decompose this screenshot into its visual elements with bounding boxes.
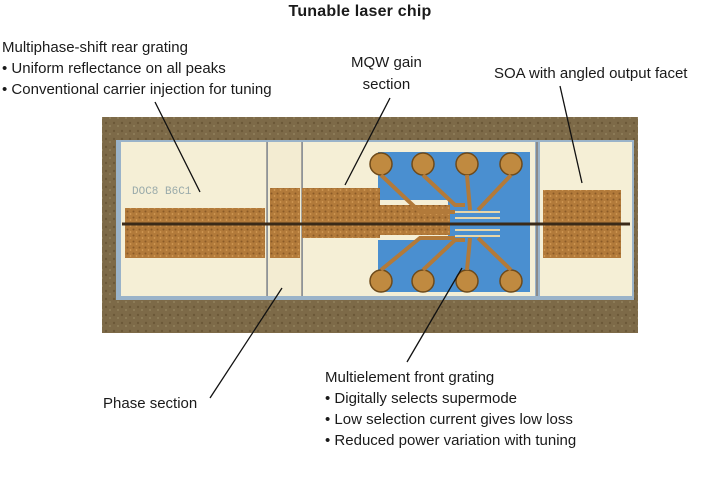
front-grating-bullet: Low selection current gives low loss [325, 409, 576, 430]
mqw-gain-label: MQW gain section [351, 52, 422, 96]
mqw-label-line2: section [362, 76, 411, 93]
front-grating-label: Multielement front grating Digitally sel… [325, 367, 576, 451]
leader-phase [209, 287, 283, 399]
front-grating-bullet: Digitally selects supermode [325, 388, 576, 409]
front-grating-heading: Multielement front grating [325, 369, 495, 386]
front-grating-pad-area [378, 152, 530, 292]
diagram-title: Tunable laser chip [288, 3, 432, 20]
leader-rear [154, 101, 201, 193]
rear-grating-label: Multiphase-shift rear grating Uniform re… [2, 37, 272, 100]
rear-grating-heading: Multiphase-shift rear grating [2, 39, 188, 56]
rear-grating-bullet: Conventional carrier injection for tunin… [2, 79, 271, 100]
leader-soa [559, 85, 583, 184]
leader-front [406, 267, 463, 363]
soa-label: SOA with angled output facet [494, 65, 688, 82]
mqw-label-line1: MQW gain [351, 54, 422, 71]
phase-section-label: Phase section [103, 395, 198, 412]
rear-grating-bullet: Uniform reflectance on all peaks [2, 58, 272, 79]
leader-mqw [344, 97, 391, 186]
chip-markings: DOC8 B6C1 [132, 186, 192, 198]
front-grating-bullet: Reduced power variation with tuning [325, 430, 576, 451]
